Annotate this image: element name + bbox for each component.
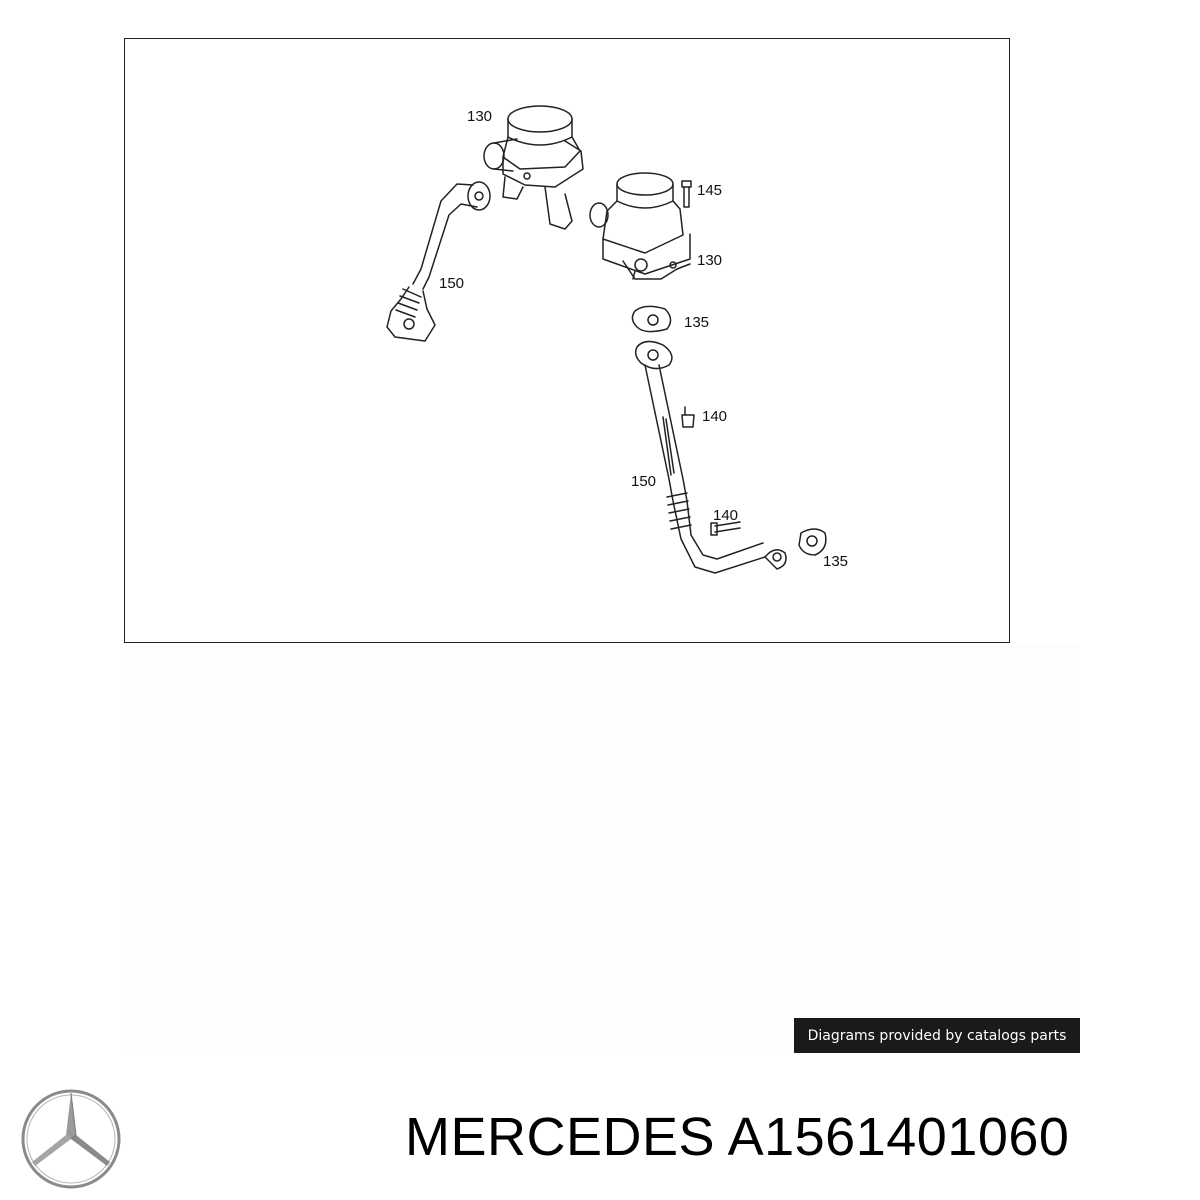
bolt-140-upper (681, 406, 695, 428)
mercedes-star-icon (20, 1088, 122, 1190)
part-title: MERCEDES A1561401060 (405, 1106, 1069, 1168)
upper-egr-valve (483, 105, 584, 230)
diagram-credit-banner: Diagrams provided by catalogs parts (794, 1018, 1080, 1053)
parts-diagram-drawing: 130 145 130 150 135 140 150 140 135 (386, 105, 848, 574)
label-bolt-140-lower: 140 (713, 507, 738, 524)
label-lower-valve: 130 (697, 252, 722, 269)
label-right-pipe: 150 (631, 473, 656, 490)
label-gasket-upper: 135 (684, 314, 709, 331)
bolt-145 (681, 180, 692, 208)
label-bolt-145: 145 (697, 182, 722, 199)
label-bolt-140-upper: 140 (702, 408, 727, 425)
label-gasket-lower: 135 (823, 553, 848, 570)
gasket-135-upper (631, 305, 672, 333)
label-upper-valve: 130 (467, 108, 492, 125)
left-pipe (386, 181, 491, 342)
brand-name: MERCEDES (405, 1107, 716, 1167)
right-pipe (634, 340, 787, 574)
credit-text: Diagrams provided by catalogs parts (807, 1027, 1067, 1044)
lower-egr-valve (589, 172, 691, 280)
background-panel (120, 645, 1080, 1055)
gasket-135-lower (798, 528, 827, 556)
part-number: A1561401060 (727, 1107, 1070, 1167)
label-left-pipe: 150 (439, 275, 464, 292)
parts-diagram: 130 145 130 150 135 140 150 140 135 (124, 38, 1010, 643)
bolt-140-lower (710, 521, 741, 536)
